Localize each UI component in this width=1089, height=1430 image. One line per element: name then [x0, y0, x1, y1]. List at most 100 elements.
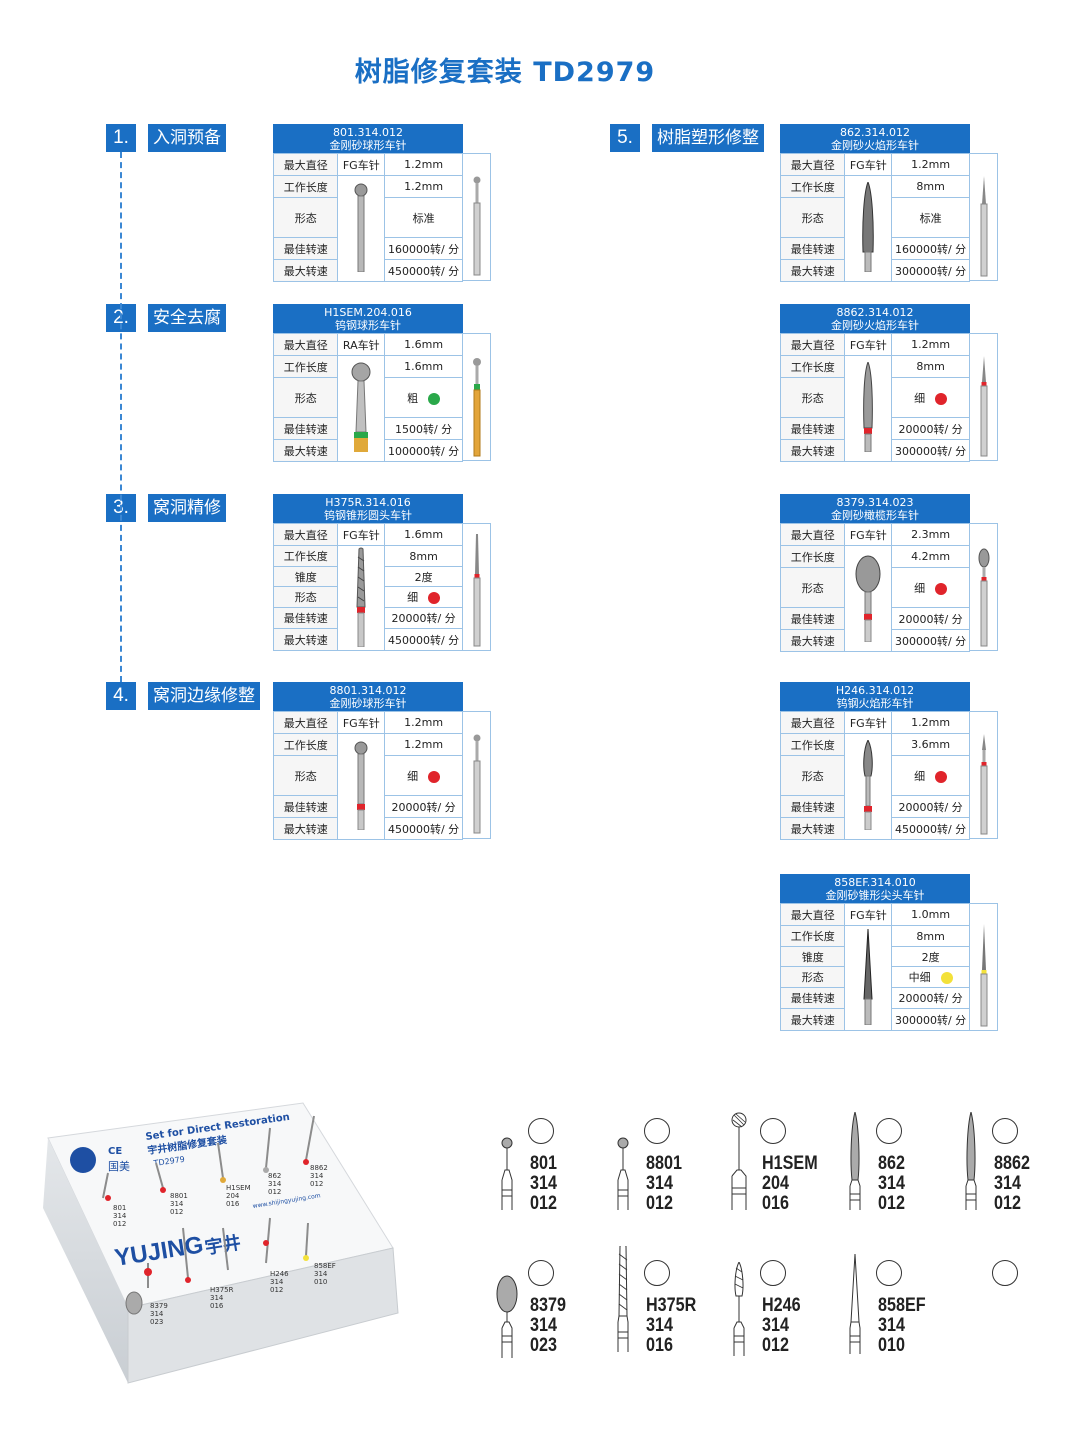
spec-value: 2.3mm [891, 523, 970, 546]
card-header: 858EF.314.010 金刚砂锥形尖头车针 [780, 874, 970, 903]
spec-value: 300000转/ 分 [891, 439, 970, 462]
box-slot-label: 012 [113, 1220, 126, 1228]
spec-key: 工作长度 [779, 733, 846, 756]
step-label: 入洞预备 [148, 124, 226, 152]
legend-code: 314 [994, 1173, 1021, 1194]
bur-full-image [970, 711, 998, 839]
card-header: H246.314.012 钨钢火焰形车针 [780, 682, 970, 711]
spec-key: 最大转速 [779, 1008, 846, 1031]
bur-name: 金刚砂球形车针 [329, 139, 407, 152]
spec-key: 最大转速 [272, 817, 339, 840]
bur-code: H246.314.012 [835, 684, 915, 697]
box-slot-label: 8862 [310, 1164, 328, 1172]
check-circle [644, 1260, 670, 1286]
bur-head-image [337, 175, 386, 282]
spec-value: 1.6mm [384, 355, 463, 378]
spec-value: 4.2mm [891, 545, 970, 568]
card-header: 8801.314.012 金刚砂球形车针 [273, 682, 463, 711]
card-header: 8379.314.023 金刚砂橄榄形车针 [780, 494, 970, 523]
spec-key: 最大直径 [779, 903, 846, 926]
spec-value: 1.2mm [891, 153, 970, 176]
spec-key: 最大转速 [779, 259, 846, 282]
legend-code: 314 [878, 1315, 905, 1336]
spec-table: 最大直径 FG车针 1.2mm 工作长度 3.6mm 形态 细 最佳转速 200… [779, 711, 970, 840]
bur-code: 862.314.012 [840, 126, 910, 139]
box-slot-label: 314 [310, 1172, 324, 1180]
bur-code: 8801.314.012 [329, 684, 407, 697]
box-slot-label: 016 [226, 1200, 240, 1208]
legend-code: 314 [646, 1173, 673, 1194]
legend-code: 204 [762, 1173, 789, 1194]
legend-code: 862 [878, 1153, 905, 1174]
box-slot-label: 8801 [170, 1192, 188, 1200]
step-number: 5. [610, 124, 640, 152]
bur-name: 钨钢锥形圆头车针 [324, 509, 412, 522]
spec-key: 最佳转速 [779, 417, 846, 440]
legend-code: 010 [878, 1335, 905, 1356]
bur-head-image [337, 545, 386, 651]
spec-key: 形态 [272, 197, 339, 238]
bur-type: FG车针 [337, 523, 386, 546]
grit-value: 细 [384, 586, 463, 608]
box-slot-label: 801 [113, 1204, 126, 1212]
bur-name: 金刚砂球形车针 [329, 697, 407, 710]
bur-icon [473, 734, 480, 834]
box-slot-label: 314 [270, 1278, 284, 1286]
flame-bur-outline-icon [849, 1112, 861, 1210]
spec-value: 20000转/ 分 [891, 417, 970, 440]
box-slot-label: 8379 [150, 1302, 168, 1310]
check-circle [760, 1260, 786, 1286]
step-label: 树脂塑形修整 [652, 124, 764, 152]
card-header: 8862.314.012 金刚砂火焰形车针 [780, 304, 970, 333]
spec-value: 1.6mm [384, 523, 463, 546]
step-number: 4. [106, 682, 136, 710]
bur-head-image [844, 925, 893, 1031]
bur-type: FG车针 [844, 153, 893, 176]
bur-type: FG车针 [844, 523, 893, 546]
spec-value: 1.6mm [384, 333, 463, 356]
box-slot-label: 012 [268, 1188, 281, 1196]
grit-green-dot [428, 392, 441, 405]
box-slot-label: 012 [170, 1208, 183, 1216]
spec-key: 最大直径 [272, 333, 339, 356]
product-box-photo: CE 国美 Set for Direct Restoration 宇井树脂修复套… [38, 1098, 403, 1388]
spec-key: 形态 [779, 197, 846, 238]
box-model: TD2979 [152, 1155, 185, 1168]
grit-red-dot [935, 392, 948, 405]
legend-code: 8379 [530, 1295, 566, 1316]
bur-head-icon [354, 741, 368, 831]
spec-key: 最佳转速 [272, 237, 339, 260]
bur-head-icon [351, 362, 371, 452]
spec-key: 最大直径 [779, 333, 846, 356]
box-slot-label: 012 [310, 1180, 323, 1188]
spec-value: 20000转/ 分 [891, 987, 970, 1009]
spec-key: 最大转速 [272, 439, 339, 462]
bur-type: FG车针 [337, 711, 386, 734]
check-circle [528, 1260, 554, 1286]
spec-key: 最大转速 [779, 439, 846, 462]
spec-value: 1.2mm [384, 711, 463, 734]
flame-bur-outline-icon [733, 1262, 745, 1356]
spec-key: 最佳转速 [272, 795, 339, 818]
box-brand-cn: 国美 [108, 1160, 130, 1173]
legend-code: 314 [530, 1173, 557, 1194]
grit-red-dot [935, 770, 948, 783]
spec-key: 工作长度 [272, 175, 339, 198]
bur-card: H246.314.012 钨钢火焰形车针 最大直径 FG车针 1.2mm 工作长… [779, 682, 998, 840]
round-bur-outline-icon [731, 1112, 747, 1210]
legend-code: H1SEM [762, 1153, 818, 1174]
box-slot-label: 314 [314, 1270, 328, 1278]
spec-value: 20000转/ 分 [384, 607, 463, 629]
spec-value: 450000转/ 分 [891, 817, 970, 840]
spec-value: 300000转/ 分 [891, 259, 970, 282]
grit-value: 细 [891, 567, 970, 608]
box-slot-label: 314 [170, 1200, 184, 1208]
flame-bur-outline-icon [965, 1112, 977, 1210]
spec-key: 形态 [779, 377, 846, 418]
spec-key: 形态 [779, 966, 846, 988]
